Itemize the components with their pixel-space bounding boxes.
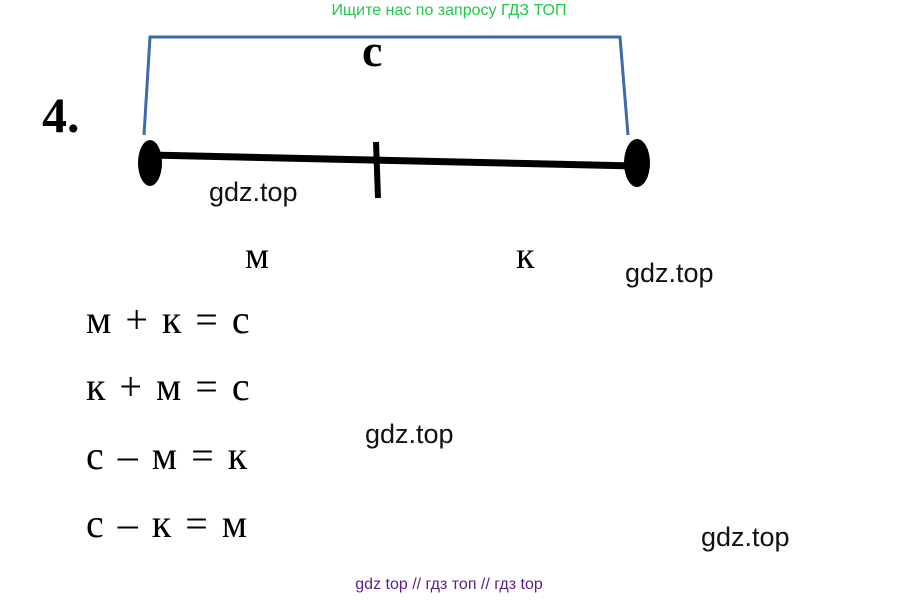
header-note: Ищите нас по запросу ГДЗ ТОП <box>331 2 567 19</box>
split-tick <box>373 141 381 199</box>
watermark-text: gdz.top <box>625 258 714 288</box>
equation-row: к + м = с <box>86 364 250 409</box>
equation-row: м + к = с <box>86 297 250 342</box>
footer-note: gdz top // гдз топ // гдз top <box>355 576 543 593</box>
problem-number: 4. <box>42 87 80 143</box>
right-endpoint <box>624 139 650 187</box>
left-part-label: м <box>245 235 270 277</box>
equation-row: с – м = к <box>86 433 248 478</box>
right-part-label: к <box>516 235 535 277</box>
brace-label: с <box>362 25 383 76</box>
equation-row: с – к = м <box>86 501 248 546</box>
watermark-text: gdz.top <box>209 177 298 207</box>
left-endpoint <box>138 140 162 186</box>
watermark-text: gdz.top <box>365 419 454 449</box>
brace <box>142 35 630 136</box>
segment-line <box>149 151 637 170</box>
watermark-text: gdz.top <box>701 522 790 552</box>
